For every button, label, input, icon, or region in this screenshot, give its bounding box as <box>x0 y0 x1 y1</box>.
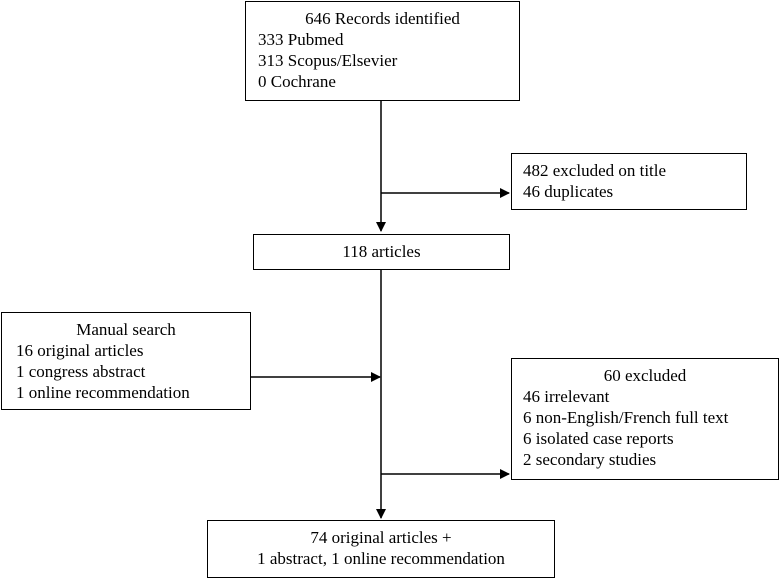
records-line-pubmed: 333 Pubmed <box>258 30 344 49</box>
records-title: 646 Records identified <box>305 9 460 28</box>
final-line-2: 1 abstract, 1 online recommendation <box>257 549 505 568</box>
excluded-title-line-2: 46 duplicates <box>523 182 614 201</box>
excluded-fulltext-line-4: 2 secondary studies <box>523 450 657 469</box>
articles-box: 118 articles <box>253 234 510 270</box>
manual-search-line-3: 1 online recommendation <box>16 383 190 402</box>
records-line-scopus: 313 Scopus/Elsevier <box>258 51 398 70</box>
manual-search-box: Manual search 16 original articles 1 con… <box>1 312 251 410</box>
records-identified-box: 646 Records identified 333 Pubmed 313 Sc… <box>245 1 520 101</box>
final-box: 74 original articles + 1 abstract, 1 onl… <box>207 520 555 578</box>
manual-search-title: Manual search <box>76 320 176 339</box>
excluded-title-line-1: 482 excluded on title <box>523 161 667 180</box>
records-line-cochrane: 0 Cochrane <box>258 72 336 91</box>
manual-search-line-2: 1 congress abstract <box>16 362 146 381</box>
excluded-fulltext-title: 60 excluded <box>603 366 687 385</box>
excluded-fulltext-line-1: 46 irrelevant <box>523 387 610 406</box>
final-line-1: 74 original articles + <box>310 528 452 547</box>
manual-search-line-1: 16 original articles <box>16 341 144 360</box>
articles-title: 118 articles <box>342 242 421 261</box>
excluded-fulltext-line-2: 6 non-English/French full text <box>523 408 729 427</box>
excluded-title-box: 482 excluded on title 46 duplicates <box>511 153 747 210</box>
excluded-fulltext-box: 60 excluded 46 irrelevant 6 non-English/… <box>511 358 779 480</box>
excluded-fulltext-line-3: 6 isolated case reports <box>523 429 674 448</box>
